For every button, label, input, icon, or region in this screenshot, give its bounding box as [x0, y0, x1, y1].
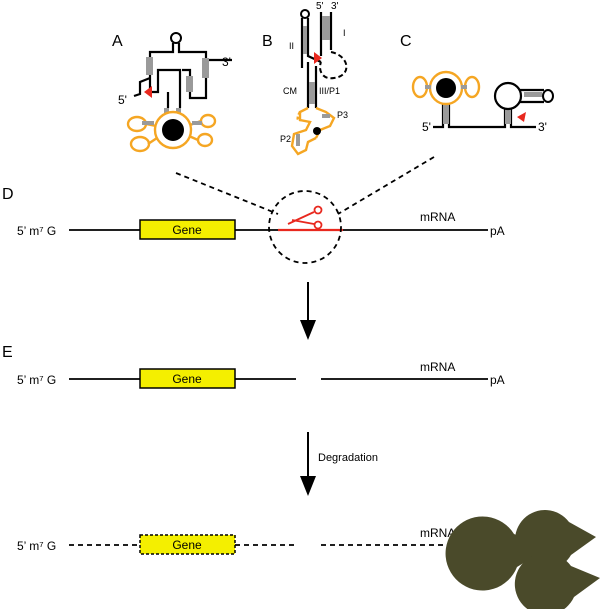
- f-gene-label: Gene: [172, 538, 202, 552]
- b-label-i: I: [343, 28, 346, 38]
- b-three-prime: 3': [331, 1, 339, 12]
- dashed-loop-b: [319, 51, 348, 80]
- c-five-prime: 5': [422, 120, 431, 134]
- b-label-cm: CM: [283, 86, 297, 96]
- structure-b: 5' 3' I II CM III/P1 P3 P2: [280, 1, 348, 156]
- loop-ii: [300, 9, 310, 19]
- cleavage-site-icon: [314, 52, 322, 64]
- zoom-circle: [268, 190, 342, 264]
- stem-i: [322, 16, 330, 40]
- panel-label-d: D: [2, 186, 14, 203]
- hairpin-c-loop: [542, 89, 554, 103]
- b-label-p2: P2: [280, 134, 291, 144]
- cleavage-site-icon: [517, 112, 526, 122]
- d-mrna-label: mRNA: [420, 210, 455, 224]
- stem-iii-backbone: [306, 62, 318, 108]
- ligand-b: [313, 127, 321, 135]
- a-three-prime: 3': [222, 55, 231, 69]
- stem-c4: [461, 85, 467, 89]
- ligand-c: [436, 78, 456, 98]
- d-gene-box: [139, 219, 236, 240]
- row-e: 5’ m⁷ G Gene mRNA pA: [17, 360, 505, 389]
- c-three-prime: 3': [538, 120, 547, 134]
- stem-a3: [186, 76, 193, 92]
- scissors-icon: [287, 205, 323, 230]
- stem-c2: [505, 106, 511, 124]
- structure-c: 5' 3': [411, 70, 554, 134]
- stem-a6: [142, 121, 154, 125]
- stem-c5: [524, 92, 542, 97]
- b-label-iii-p1: III/P1: [319, 86, 340, 96]
- row-d: 5’ m⁷ G Gene mRNA pA: [17, 190, 505, 264]
- b-label-ii: II: [289, 41, 294, 51]
- panel-label-b: B: [262, 33, 273, 50]
- arrow-e-to-f: [300, 432, 316, 496]
- b-label-p3: P3: [337, 110, 348, 120]
- hairpin-loop: [170, 32, 182, 44]
- stem-p3: [322, 114, 330, 118]
- f-mrna-label: mRNA: [420, 526, 455, 540]
- panel-label-c: C: [400, 33, 412, 50]
- stem-a7: [192, 121, 202, 125]
- exonuclease-group: [445, 510, 600, 609]
- e-gene-box: [139, 368, 236, 389]
- e-poly-a: pA: [490, 373, 505, 387]
- stem-a1: [146, 57, 153, 75]
- stem-iii: [309, 82, 315, 104]
- e-gene-label: Gene: [172, 372, 202, 386]
- d-gene-label: Gene: [172, 223, 202, 237]
- hairpin-c: [493, 81, 523, 111]
- b-five-prime: 5': [316, 1, 324, 12]
- structure-a: 5' 3': [118, 32, 232, 153]
- exonuclease-icon: [514, 553, 600, 609]
- ligand: [162, 119, 184, 141]
- d-poly-a: pA: [490, 224, 505, 238]
- e-mrna-label: mRNA: [420, 360, 455, 374]
- f-cap: 5’ m⁷ G: [17, 539, 56, 553]
- stem-a2: [202, 58, 209, 78]
- panel-label-e: E: [2, 344, 13, 361]
- stem-i-backbone: [319, 12, 333, 56]
- stem-p2: [296, 134, 300, 146]
- stem-ii: [303, 26, 307, 54]
- backbone-a: [133, 43, 232, 108]
- d-cap: 5’ m⁷ G: [17, 224, 56, 238]
- stem-c3: [425, 85, 431, 89]
- e-cap: 5’ m⁷ G: [17, 373, 56, 387]
- degradation-label: Degradation: [318, 452, 378, 464]
- zoom-lines: [175, 156, 435, 215]
- f-gene-box: [139, 534, 236, 555]
- stem-c1: [443, 104, 449, 124]
- cleavage-site-icon: [144, 86, 152, 98]
- arrow-d-to-e: [300, 282, 316, 340]
- row-f: 5’ m⁷ G Gene mRNA pA: [17, 526, 505, 555]
- a-five-prime: 5': [118, 93, 127, 107]
- panel-label-a: A: [112, 33, 123, 50]
- hairpin-c-stem: [519, 88, 544, 104]
